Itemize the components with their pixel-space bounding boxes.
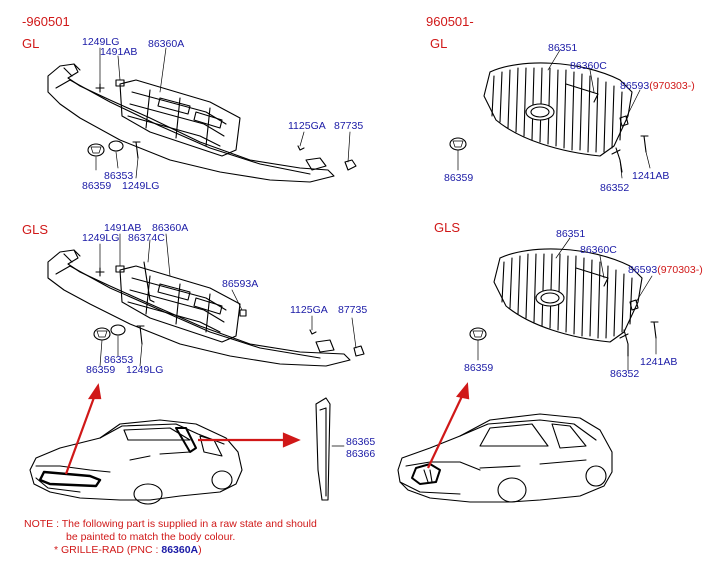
part-label-86359-gls-late[interactable]: 86359: [464, 362, 494, 374]
part-label-1491ab[interactable]: 1491AB: [100, 46, 138, 58]
date-code-early: -960501: [22, 14, 70, 29]
pillar-molding: [315, 397, 331, 501]
part-label-86593-gls-date: (970303-): [657, 264, 703, 276]
trim-gls-late: GLS: [434, 220, 461, 235]
clip-1491ab: [115, 79, 125, 87]
clip-1491ab-gls: [115, 265, 125, 273]
reference-arrows: [64, 382, 470, 475]
clip-86593a: [239, 309, 247, 317]
bolt-1249lg-bottom: [132, 141, 141, 159]
car-late-model: [397, 413, 613, 503]
part-label-86593-date: (970303-): [649, 80, 695, 92]
part-label-86359-late[interactable]: 86359: [444, 172, 474, 184]
emblem-86359-gls: [93, 327, 111, 341]
part-label-86352-gls[interactable]: 86352: [610, 368, 640, 380]
nut-86353-gls: [110, 324, 126, 336]
part-label-86351-gls[interactable]: 86351: [556, 228, 586, 240]
part-label-86360c[interactable]: 86360C: [570, 60, 607, 72]
bracket-86352-gls: [619, 329, 629, 357]
part-label-1249lg[interactable]: 1249LG: [82, 36, 120, 48]
trim-gls-early: GLS: [22, 222, 49, 237]
note-line-2: be painted to match the body colour.: [66, 531, 236, 543]
part-label-86593a[interactable]: 86593A: [222, 278, 259, 290]
nut-86353-gl: [108, 140, 124, 152]
part-label-1125ga-gls[interactable]: 1125GA: [290, 304, 328, 316]
note-grille-prefix: * GRILLE-RAD (PNC :: [54, 544, 162, 556]
screw-1241ab-gls: [650, 321, 659, 339]
part-label-1241ab[interactable]: 1241AB: [632, 170, 670, 182]
part-label-1249lg-b[interactable]: 1249LG: [122, 180, 160, 192]
note-line-1: NOTE : The following part is supplied in…: [24, 518, 317, 530]
part-label-1249lg-gls[interactable]: 1249LG: [82, 232, 120, 244]
grille-vertical-gl-late: [483, 62, 633, 157]
part-label-1125ga[interactable]: 1125GA: [288, 120, 326, 132]
part-label-87735[interactable]: 87735: [334, 120, 364, 132]
note-pnc-link[interactable]: 86360A: [161, 544, 199, 556]
bracket-86352: [611, 147, 623, 173]
part-label-86374c[interactable]: 86374C: [128, 232, 165, 244]
screw-1125ga-gls: [309, 329, 317, 335]
part-label-86360a[interactable]: 86360A: [148, 38, 185, 50]
note-grille-suffix: ): [198, 544, 202, 556]
bolt-1249lg-gls-bottom: [136, 325, 145, 345]
note-line-3: * GRILLE-RAD (PNC : 86360A): [54, 544, 202, 557]
part-label-86359[interactable]: 86359: [82, 180, 112, 192]
date-code-late: 960501-: [426, 14, 474, 29]
part-label-86359-gls[interactable]: 86359: [86, 364, 116, 376]
trim-gl-late: GL: [430, 36, 448, 51]
emblem-86359-gl: [87, 143, 105, 157]
screw-1125ga: [297, 145, 305, 151]
screw-1241ab: [640, 135, 649, 153]
part-label-86353-gls[interactable]: 86353: [104, 354, 134, 366]
part-label-86360c-gls[interactable]: 86360C: [580, 244, 617, 256]
part-label-86366[interactable]: 86366: [346, 448, 376, 460]
part-label-86593[interactable]: 86593(970303-): [620, 80, 695, 92]
part-label-86351[interactable]: 86351: [548, 42, 578, 54]
trim-gl-early: GL: [22, 36, 40, 51]
grille-vertical-gls-late: [493, 248, 643, 343]
grille-frame-gls-early: [47, 249, 365, 367]
part-label-87735-gls[interactable]: 87735: [338, 304, 368, 316]
part-label-86352[interactable]: 86352: [600, 182, 630, 194]
part-label-86593-number: 86593: [620, 80, 650, 92]
part-label-86593-gls-number: 86593: [628, 264, 658, 276]
part-label-1491ab-gls[interactable]: 1491AB: [104, 222, 142, 234]
emblem-86359-gl-late: [449, 137, 467, 151]
part-label-86593-gls[interactable]: 86593(970303-): [628, 264, 703, 276]
part-label-1241ab-gls[interactable]: 1241AB: [640, 356, 678, 368]
part-label-86353[interactable]: 86353: [104, 170, 134, 182]
part-label-86360a-gls[interactable]: 86360A: [152, 222, 189, 234]
part-label-86365[interactable]: 86365: [346, 436, 376, 448]
emblem-86359-gls-late: [469, 327, 487, 341]
part-label-1249lg-gls-b[interactable]: 1249LG: [126, 364, 164, 376]
car-early-model: [29, 419, 243, 505]
